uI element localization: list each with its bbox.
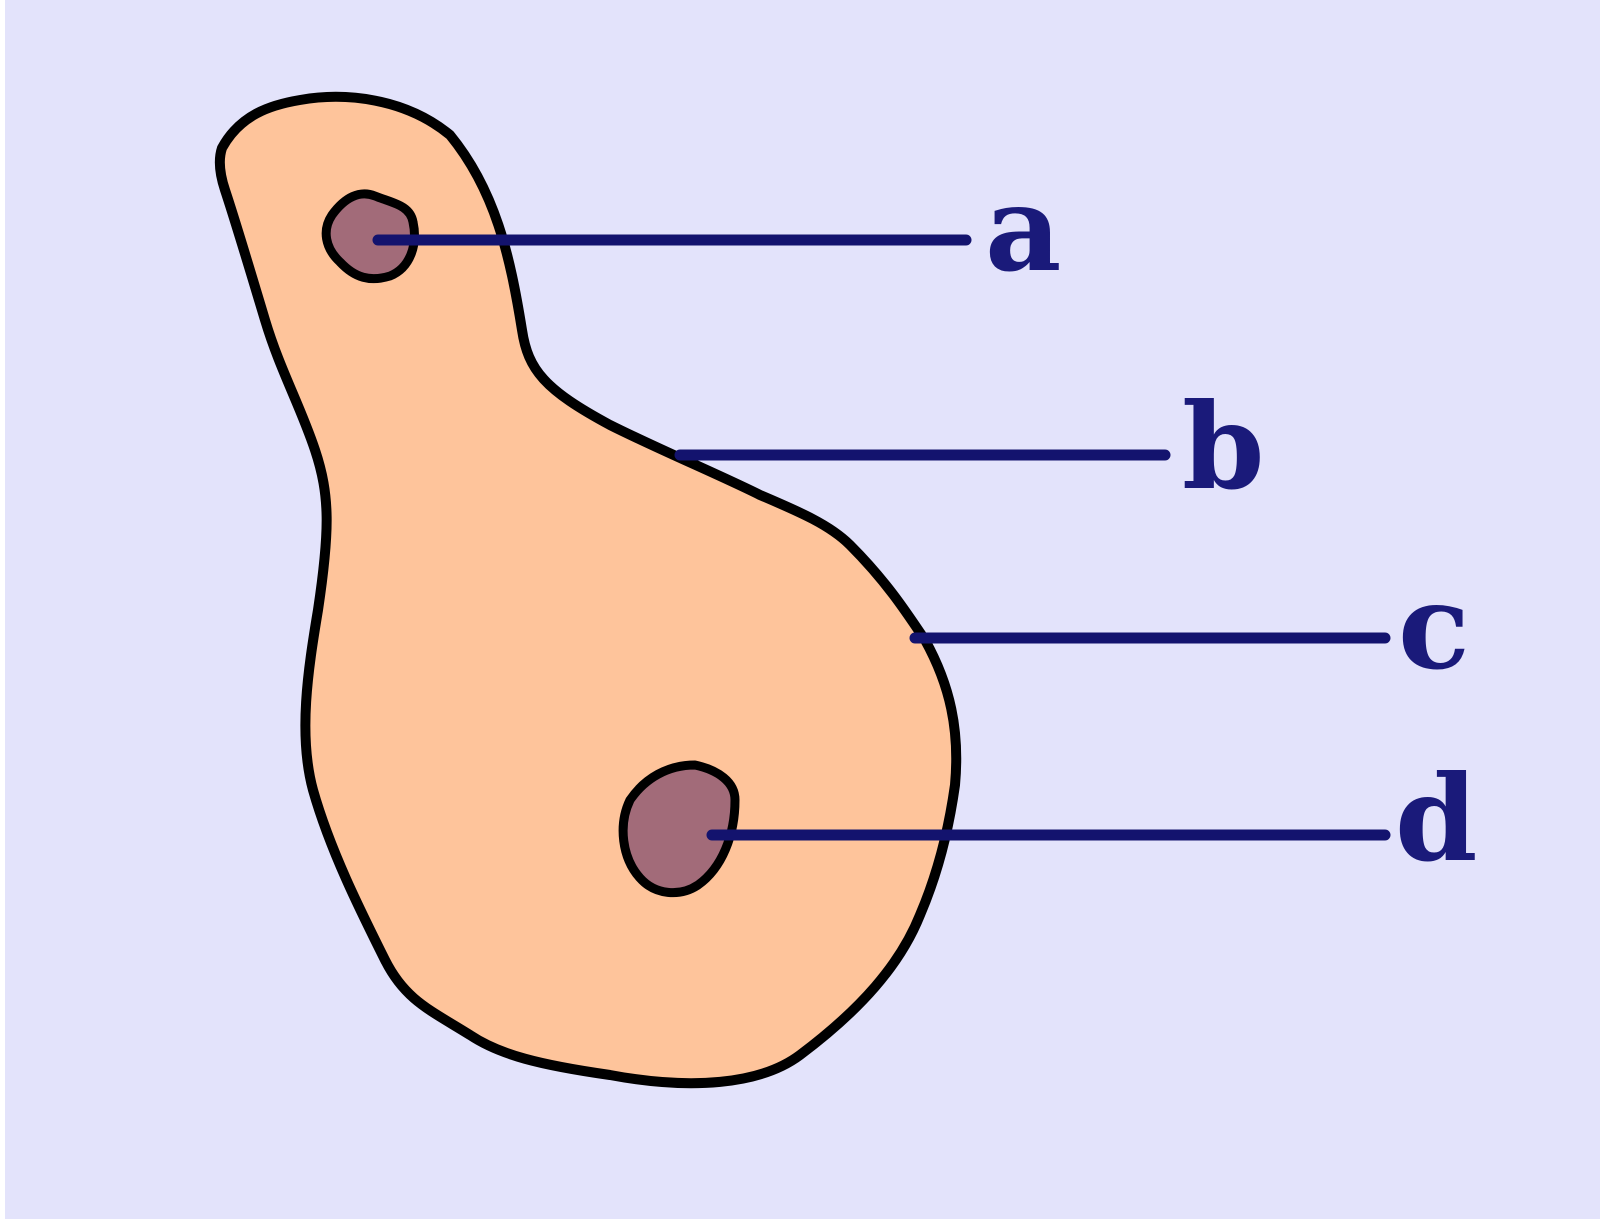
label-d: d bbox=[1395, 749, 1478, 888]
label-c: c bbox=[1398, 557, 1470, 696]
nucleus-d bbox=[618, 760, 740, 898]
label-b: b bbox=[1182, 377, 1265, 516]
label-a: a bbox=[985, 159, 1061, 298]
nucleus-a bbox=[321, 189, 419, 284]
